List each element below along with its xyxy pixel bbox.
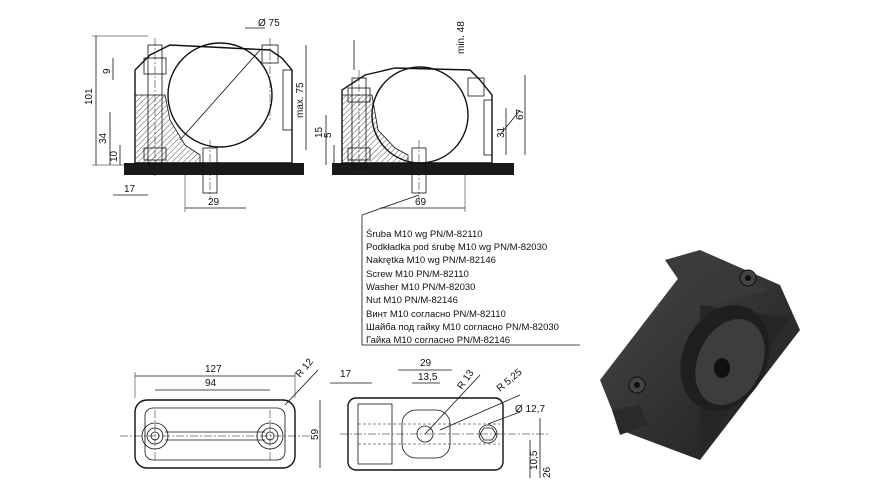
note-line: Гайка M10 согласно PN/M-82146 <box>366 335 510 346</box>
notes: Śruba M10 wg PN/M-82110 Podkładka pod śr… <box>366 228 559 346</box>
top-view-right <box>330 369 550 478</box>
dim-26: 26 <box>542 466 553 478</box>
note-line: Nakrętka M10 wg PN/M-82146 <box>366 255 496 266</box>
dim-min-48: min. 48 <box>456 21 467 54</box>
dim-5: 5 <box>323 132 334 138</box>
base-plate <box>124 163 304 175</box>
front-view-right <box>325 40 580 346</box>
dim-10: 10 <box>109 150 120 162</box>
pipe-circle <box>167 42 273 148</box>
note-line: Podkładka pod śrubę M10 wg PN/M-82030 <box>366 242 547 253</box>
dim-max-75: max. 75 <box>295 82 306 118</box>
dim-r-12: R 12 <box>294 356 316 380</box>
dim-dia-12-7: Ø 12,7 <box>515 404 545 415</box>
note-line: Nut M10 PN/M-82146 <box>366 295 458 306</box>
dim-127: 127 <box>205 364 222 375</box>
dim-101: 101 <box>84 88 95 105</box>
note-line: Screw M10 PN/M-82110 <box>366 269 469 280</box>
front-view-left <box>92 27 307 212</box>
dim-59: 59 <box>310 428 321 440</box>
dimension-labels: Ø 75 101 9 34 10 17 29 max. 75 min. 48 1… <box>84 18 553 478</box>
note-line: Washer M10 PN/M-82030 <box>366 282 475 293</box>
dim-10-5: 10,5 <box>529 450 540 470</box>
dim-13-5: 13,5 <box>418 372 438 383</box>
base-plate-right <box>332 163 514 175</box>
dim-34: 34 <box>98 132 109 144</box>
dim-r-5-25: R 5,25 <box>495 367 525 395</box>
dim-9: 9 <box>102 68 113 74</box>
dim-67: 67 <box>515 108 526 120</box>
dim-17: 17 <box>124 184 136 195</box>
dim-31: 31 <box>496 126 507 138</box>
note-line: Śruba M10 wg PN/M-82110 <box>366 228 483 240</box>
top-view-left <box>120 369 321 469</box>
dim-r-13: R 13 <box>455 368 476 392</box>
note-line: Шайба под гайку M10 согласно PN/M-82030 <box>366 322 559 333</box>
dim-94: 94 <box>205 378 217 389</box>
dim-15: 15 <box>314 126 325 138</box>
dim-29: 29 <box>208 197 220 208</box>
dim-dia-75: Ø 75 <box>258 18 280 29</box>
pipe-circle-right <box>371 66 469 164</box>
dim-17-b: 17 <box>340 369 352 380</box>
dim-69: 69 <box>415 197 427 208</box>
note-line: Винт M10 согласно PN/M-82110 <box>366 309 506 320</box>
product-3d-render <box>600 250 800 460</box>
dim-29-b: 29 <box>420 358 432 369</box>
